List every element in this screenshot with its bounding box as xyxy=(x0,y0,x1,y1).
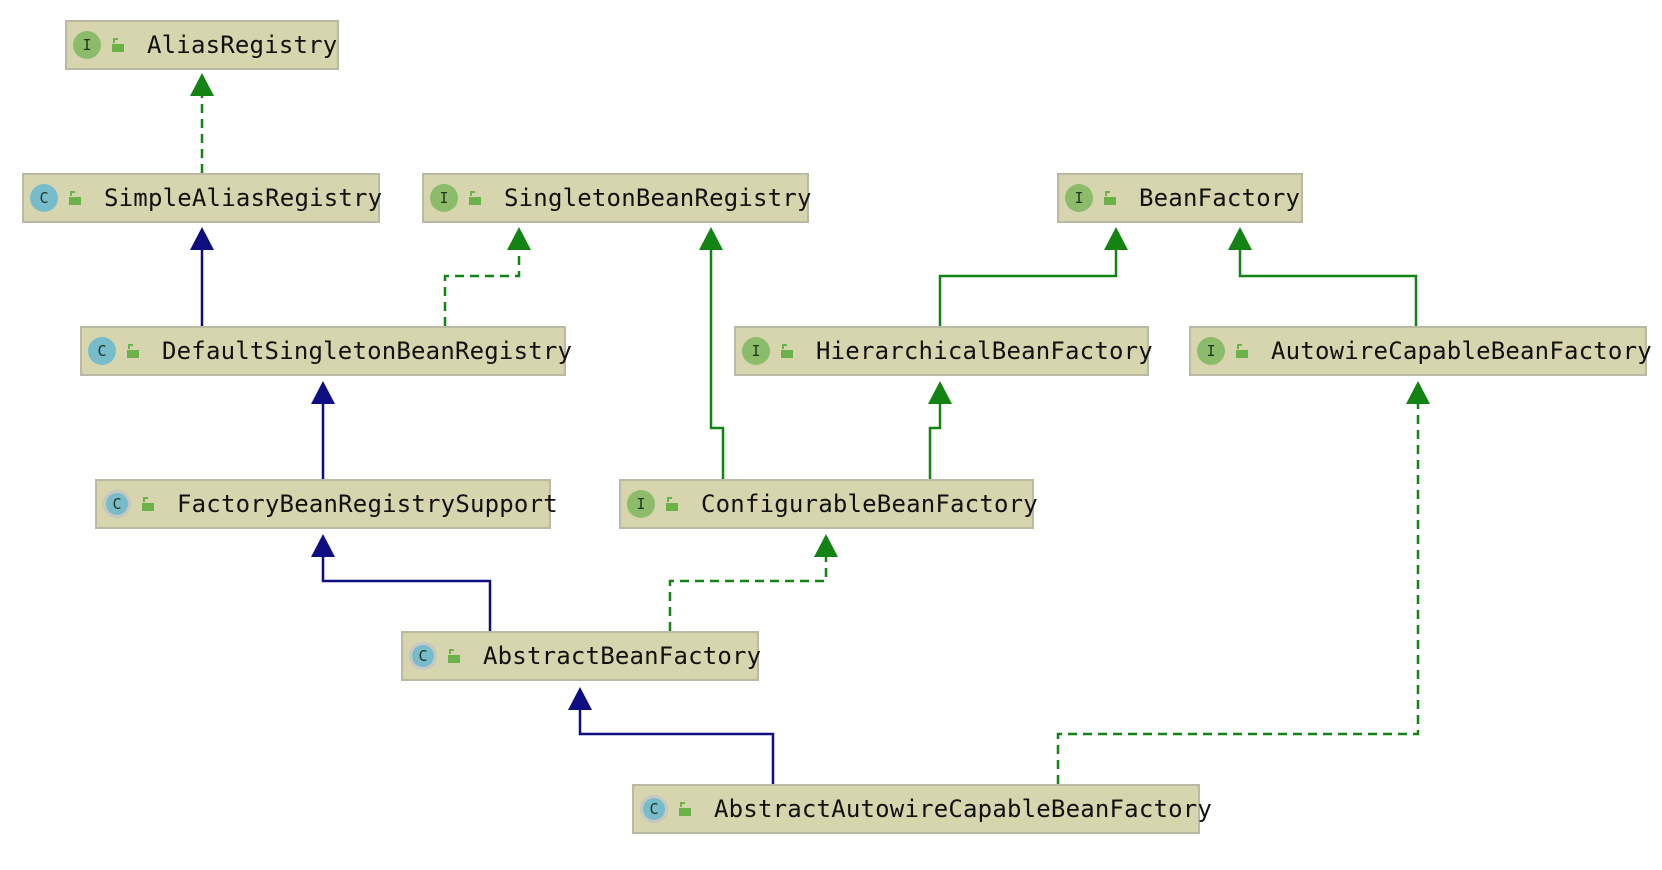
abstract-class-badge-icon: C xyxy=(640,795,668,823)
class-node-default-singleton-bean-registry[interactable]: C DefaultSingletonBeanRegistry xyxy=(80,326,572,376)
arrowhead xyxy=(568,687,592,710)
arrowhead xyxy=(1104,227,1128,250)
class-name: AbstractBeanFactory xyxy=(483,642,762,670)
class-node-bean-factory[interactable]: I BeanFactory xyxy=(1057,173,1303,223)
class-name: AliasRegistry xyxy=(147,31,338,59)
class-name: AutowireCapableBeanFactory xyxy=(1271,337,1652,365)
class-name: SingletonBeanRegistry xyxy=(504,184,812,212)
class-name: BeanFactory xyxy=(1139,184,1301,212)
arrowhead xyxy=(311,534,335,557)
arrowhead xyxy=(1406,381,1430,404)
edge-configurable-extends-hierarchical xyxy=(928,392,942,479)
class-node-abstract-bean-factory[interactable]: C AbstractBeanFactory xyxy=(401,631,762,681)
class-node-alias-registry[interactable]: I AliasRegistry xyxy=(65,20,339,70)
arrowhead xyxy=(1228,227,1252,250)
class-name: SimpleAliasRegistry xyxy=(104,184,383,212)
public-lock-icon xyxy=(1104,191,1116,205)
class-name: AbstractAutowireCapableBeanFactory xyxy=(714,795,1213,823)
edge-abstract-autowire-extends-abstract-bean-factory xyxy=(578,698,775,784)
interface-badge-icon: I xyxy=(1065,184,1093,212)
class-name: FactoryBeanRegistrySupport xyxy=(177,490,558,518)
class-node-autowire-capable-bean-factory[interactable]: I AutowireCapableBeanFactory xyxy=(1189,326,1652,376)
arrowhead xyxy=(699,227,723,250)
edge-abstract-autowire-implements-autowire-capable xyxy=(1056,392,1420,784)
arrowhead xyxy=(507,227,531,250)
edge-autowire-capable-extends-bean-factory xyxy=(1238,238,1418,326)
edge-configurable-extends-singleton-registry xyxy=(709,238,725,479)
class-badge-icon: C xyxy=(88,337,116,365)
abstract-class-badge-icon: C xyxy=(409,642,437,670)
interface-badge-icon: I xyxy=(627,490,655,518)
class-name: ConfigurableBeanFactory xyxy=(701,490,1038,518)
public-lock-icon xyxy=(679,802,691,816)
interface-badge-icon: I xyxy=(430,184,458,212)
arrowhead xyxy=(928,381,952,404)
public-lock-icon xyxy=(666,497,678,511)
class-name: DefaultSingletonBeanRegistry xyxy=(162,337,573,365)
class-node-hierarchical-bean-factory[interactable]: I HierarchicalBeanFactory xyxy=(734,326,1153,376)
class-node-simple-alias-registry[interactable]: C SimpleAliasRegistry xyxy=(22,173,383,223)
edge-default-singleton-implements-singleton-registry xyxy=(443,238,521,326)
arrowhead xyxy=(814,534,838,557)
public-lock-icon xyxy=(142,497,154,511)
abstract-class-badge-icon: C xyxy=(103,490,131,518)
public-lock-icon xyxy=(448,649,460,663)
edge-abstract-bean-factory-extends-factory-bean-registry-support xyxy=(321,545,492,631)
arrowhead xyxy=(311,381,335,404)
class-node-factory-bean-registry-support[interactable]: C FactoryBeanRegistrySupport xyxy=(95,479,558,529)
public-lock-icon xyxy=(112,38,124,52)
arrowhead xyxy=(190,227,214,250)
interface-badge-icon: I xyxy=(73,31,101,59)
arrowhead xyxy=(190,73,214,96)
class-badge-icon: C xyxy=(30,184,58,212)
interface-badge-icon: I xyxy=(742,337,770,365)
public-lock-icon xyxy=(781,344,793,358)
public-lock-icon xyxy=(69,191,81,205)
class-node-abstract-autowire-capable-bean-factory[interactable]: C AbstractAutowireCapableBeanFactory xyxy=(632,784,1212,834)
edge-hierarchical-extends-bean-factory xyxy=(938,238,1118,326)
public-lock-icon xyxy=(127,344,139,358)
class-node-singleton-bean-registry[interactable]: I SingletonBeanRegistry xyxy=(422,173,812,223)
public-lock-icon xyxy=(1236,344,1248,358)
class-name: HierarchicalBeanFactory xyxy=(816,337,1153,365)
public-lock-icon xyxy=(469,191,481,205)
interface-badge-icon: I xyxy=(1197,337,1225,365)
class-node-configurable-bean-factory[interactable]: I ConfigurableBeanFactory xyxy=(619,479,1038,529)
edge-abstract-bean-factory-implements-configurable xyxy=(668,545,828,631)
